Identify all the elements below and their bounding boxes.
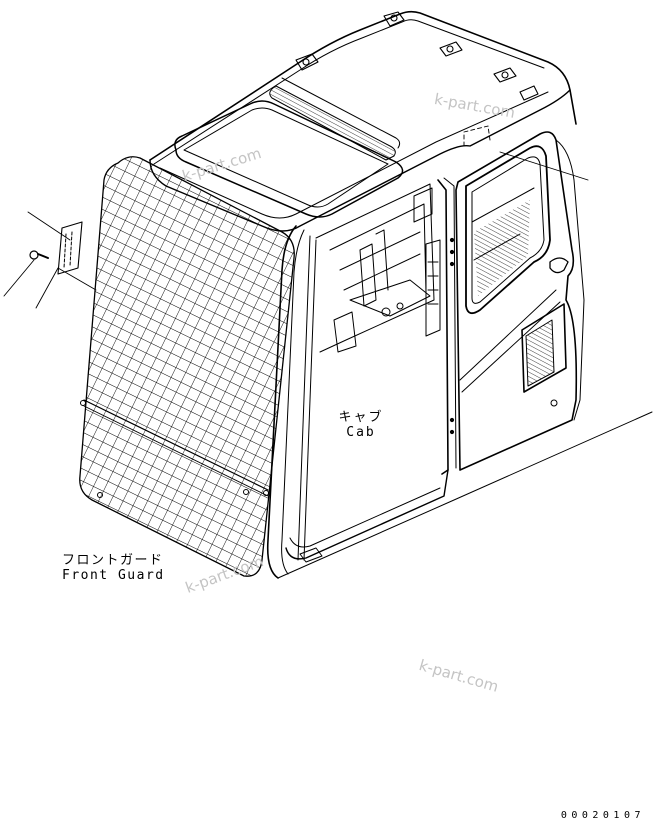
front-guard [79,156,295,577]
cab-label: キャブ Cab [326,410,396,440]
mount-bracket-icon [295,11,539,101]
cab-body [149,10,653,579]
roof-rib [269,77,401,161]
cab-label-jp: キャブ [338,410,384,425]
plate-bracket-icon [57,221,83,275]
front-guard-label-jp: フロントガード [62,553,164,568]
cab-door [455,131,585,471]
bolt-icon [29,250,49,260]
drawing-number: 00020107 [560,810,645,821]
leader-lines [3,125,589,309]
cab-label-en: Cab [346,425,376,440]
front-guard-label-en: Front Guard [62,568,165,583]
front-guard-label: フロントガード Front Guard [62,553,166,583]
cab-interior [315,183,441,353]
